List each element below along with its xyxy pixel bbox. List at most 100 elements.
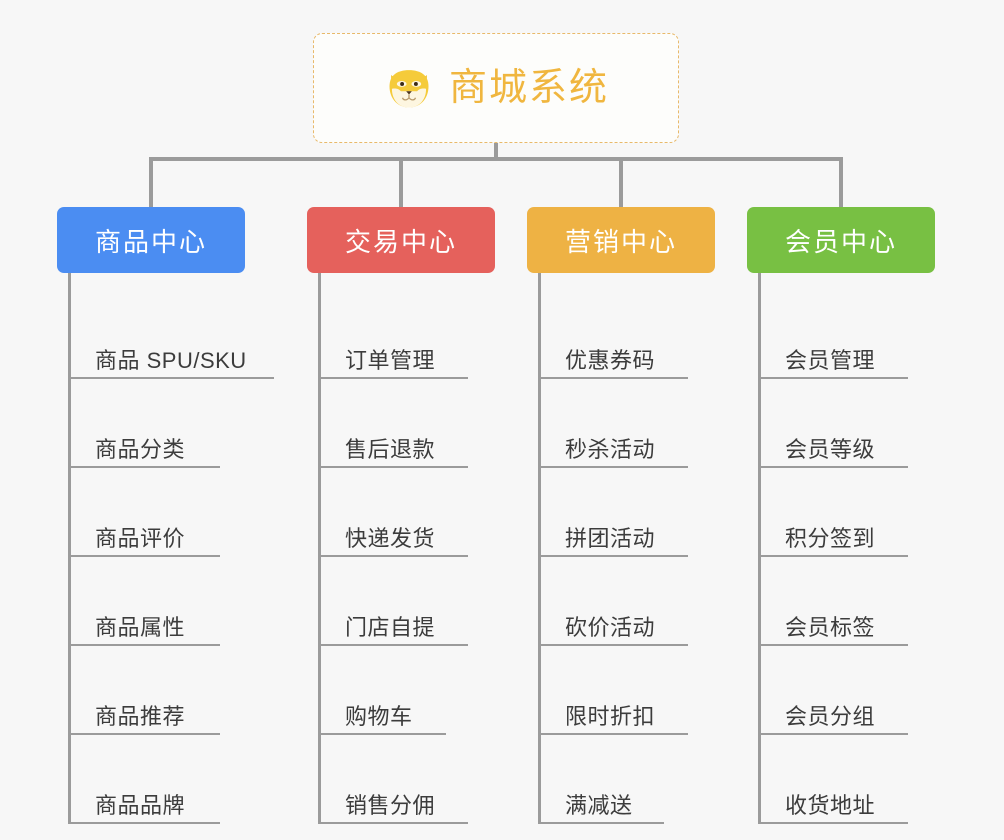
leaf-spine bbox=[538, 273, 541, 824]
leaf-item[interactable]: 会员等级 bbox=[747, 379, 935, 468]
category-box-product-center[interactable]: 商品中心 bbox=[57, 207, 245, 273]
leaf-item-label: 订单管理 bbox=[345, 347, 436, 373]
leaf-item[interactable]: 限时折扣 bbox=[527, 646, 715, 735]
category-label: 商品中心 bbox=[94, 226, 207, 257]
leaf-item-rule bbox=[758, 377, 908, 379]
leaf-item-label: 会员等级 bbox=[785, 436, 876, 462]
leaf-item-rule bbox=[318, 466, 468, 468]
leaf-item[interactable]: 商品评价 bbox=[57, 468, 245, 557]
leaf-item-rule bbox=[68, 733, 220, 735]
leaf-item-rule bbox=[318, 377, 468, 379]
leaf-item[interactable]: 订单管理 bbox=[307, 290, 495, 379]
leaf-item[interactable]: 积分签到 bbox=[747, 468, 935, 557]
leaf-item-label: 拼团活动 bbox=[565, 525, 656, 551]
column-trade-center: 交易中心订单管理售后退款快递发货门店自提购物车销售分佣 bbox=[307, 207, 495, 824]
leaf-item[interactable]: 购物车 bbox=[307, 646, 495, 735]
leaf-list-trade-center: 订单管理售后退款快递发货门店自提购物车销售分佣 bbox=[307, 273, 495, 824]
leaf-item-rule bbox=[538, 555, 688, 557]
leaf-item-label: 售后退款 bbox=[345, 436, 436, 462]
leaf-item-label: 商品属性 bbox=[95, 614, 186, 640]
leaf-item-rule bbox=[538, 377, 688, 379]
leaf-item[interactable]: 拼团活动 bbox=[527, 468, 715, 557]
leaf-list-marketing-center: 优惠券码秒杀活动拼团活动砍价活动限时折扣满减送 bbox=[527, 273, 715, 824]
shiba-dog-face-icon bbox=[383, 62, 435, 114]
leaf-item-rule bbox=[758, 644, 908, 646]
leaf-item-label: 商品 SPU/SKU bbox=[95, 347, 247, 373]
leaf-list-product-center: 商品 SPU/SKU 商品分类商品评价商品属性商品推荐商品品牌 bbox=[57, 273, 274, 824]
leaf-item-rule bbox=[68, 822, 220, 824]
leaf-item-label: 门店自提 bbox=[345, 614, 436, 640]
leaf-item-rule bbox=[68, 555, 220, 557]
column-product-center: 商品中心商品 SPU/SKU 商品分类商品评价商品属性商品推荐商品品牌 bbox=[57, 207, 274, 824]
leaf-item-rule bbox=[318, 555, 468, 557]
leaf-item-label: 优惠券码 bbox=[565, 347, 656, 373]
connector-bar bbox=[149, 157, 841, 161]
leaf-list-member-center: 会员管理会员等级积分签到会员标签会员分组收货地址 bbox=[747, 273, 935, 824]
leaf-item-rule bbox=[318, 644, 468, 646]
leaf-item[interactable]: 门店自提 bbox=[307, 557, 495, 646]
leaf-item-label: 积分签到 bbox=[785, 525, 876, 551]
leaf-item-rule bbox=[538, 466, 688, 468]
leaf-item-rule bbox=[538, 733, 688, 735]
leaf-item[interactable]: 会员管理 bbox=[747, 290, 935, 379]
leaf-spine bbox=[758, 273, 761, 824]
leaf-item-label: 快递发货 bbox=[345, 525, 436, 551]
column-member-center: 会员中心会员管理会员等级积分签到会员标签会员分组收货地址 bbox=[747, 207, 935, 824]
leaf-item-rule bbox=[68, 644, 220, 646]
leaf-item-label: 商品推荐 bbox=[95, 703, 186, 729]
leaf-item-label: 商品分类 bbox=[95, 436, 186, 462]
leaf-item-rule bbox=[758, 466, 908, 468]
leaf-item-rule bbox=[758, 555, 908, 557]
root-node[interactable]: 商城系统 bbox=[313, 33, 679, 143]
connector-drop-4 bbox=[839, 157, 843, 207]
leaf-item[interactable]: 商品分类 bbox=[57, 379, 245, 468]
leaf-spine bbox=[68, 273, 71, 824]
leaf-item-label: 砍价活动 bbox=[565, 614, 656, 640]
leaf-item-rule bbox=[68, 466, 220, 468]
leaf-item-label: 限时折扣 bbox=[565, 703, 656, 729]
leaf-item[interactable]: 商品品牌 bbox=[57, 735, 245, 824]
leaf-item-label: 会员分组 bbox=[785, 703, 876, 729]
leaf-item-rule bbox=[68, 377, 274, 379]
category-box-marketing-center[interactable]: 营销中心 bbox=[527, 207, 715, 273]
leaf-item-label: 满减送 bbox=[565, 792, 633, 818]
leaf-item-label: 销售分佣 bbox=[345, 792, 436, 818]
leaf-item[interactable]: 销售分佣 bbox=[307, 735, 495, 824]
leaf-item-label: 商品品牌 bbox=[95, 792, 186, 818]
connector-drop-2 bbox=[399, 157, 403, 207]
root-title: 商城系统 bbox=[448, 67, 609, 109]
leaf-item-rule bbox=[318, 733, 446, 735]
leaf-item-label: 会员标签 bbox=[785, 614, 876, 640]
leaf-item-rule bbox=[318, 822, 468, 824]
category-label: 会员中心 bbox=[784, 226, 897, 257]
leaf-item[interactable]: 满减送 bbox=[527, 735, 715, 824]
connector-drop-3 bbox=[619, 157, 623, 207]
leaf-spine bbox=[318, 273, 321, 824]
leaf-item[interactable]: 快递发货 bbox=[307, 468, 495, 557]
leaf-item[interactable]: 优惠券码 bbox=[527, 290, 715, 379]
leaf-item-label: 会员管理 bbox=[785, 347, 876, 373]
leaf-item[interactable]: 售后退款 bbox=[307, 379, 495, 468]
leaf-item-rule bbox=[758, 733, 908, 735]
category-box-trade-center[interactable]: 交易中心 bbox=[307, 207, 495, 273]
leaf-item-label: 商品评价 bbox=[95, 525, 186, 551]
leaf-item-label: 秒杀活动 bbox=[565, 436, 656, 462]
leaf-item-label: 收货地址 bbox=[785, 792, 876, 818]
leaf-item-rule bbox=[758, 822, 908, 824]
category-label: 交易中心 bbox=[344, 226, 457, 257]
column-marketing-center: 营销中心优惠券码秒杀活动拼团活动砍价活动限时折扣满减送 bbox=[527, 207, 715, 824]
leaf-item-rule bbox=[538, 644, 688, 646]
connector-trunk bbox=[494, 143, 498, 159]
leaf-item[interactable]: 商品推荐 bbox=[57, 646, 245, 735]
leaf-item[interactable]: 秒杀活动 bbox=[527, 379, 715, 468]
leaf-item[interactable]: 砍价活动 bbox=[527, 557, 715, 646]
leaf-item-rule bbox=[538, 822, 664, 824]
leaf-item[interactable]: 会员分组 bbox=[747, 646, 935, 735]
category-box-member-center[interactable]: 会员中心 bbox=[747, 207, 935, 273]
leaf-item[interactable]: 商品 SPU/SKU bbox=[57, 290, 274, 379]
leaf-item[interactable]: 会员标签 bbox=[747, 557, 935, 646]
category-label: 营销中心 bbox=[564, 226, 677, 257]
leaf-item[interactable]: 收货地址 bbox=[747, 735, 935, 824]
leaf-item[interactable]: 商品属性 bbox=[57, 557, 245, 646]
